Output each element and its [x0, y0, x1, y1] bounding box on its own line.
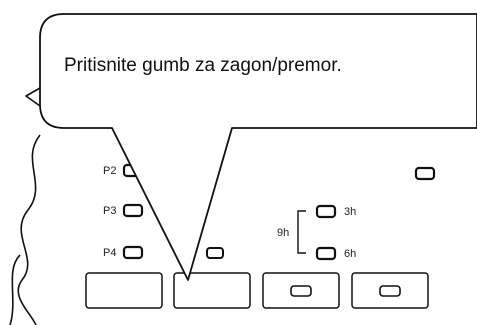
- program-label-p4: P4: [103, 247, 117, 259]
- power-cord: [17, 134, 41, 325]
- led-6h: [315, 246, 337, 261]
- callout-left-notch: [25, 87, 41, 107]
- callout-text: Pritisnite gumb za zagon/premor.: [64, 55, 342, 76]
- start-pause-button[interactable]: [173, 272, 251, 309]
- button-4-led: [379, 285, 401, 297]
- led-p4: [122, 245, 144, 260]
- led-center: [206, 247, 224, 259]
- timer-bracket: [297, 210, 306, 254]
- cord-edge: [9, 254, 21, 325]
- button-1[interactable]: [85, 272, 163, 309]
- program-label-p3: P3: [103, 205, 117, 217]
- led-p3: [122, 203, 144, 218]
- led-3h: [315, 204, 337, 219]
- callout-shape: [39, 13, 477, 281]
- timer-3h-label: 3h: [344, 206, 357, 218]
- button-3-led: [290, 285, 312, 297]
- timer-6h-label: 6h: [344, 248, 357, 260]
- timer-group-label: 9h: [277, 227, 290, 239]
- program-label-p2: P2: [103, 165, 117, 177]
- led-right-top: [414, 166, 436, 181]
